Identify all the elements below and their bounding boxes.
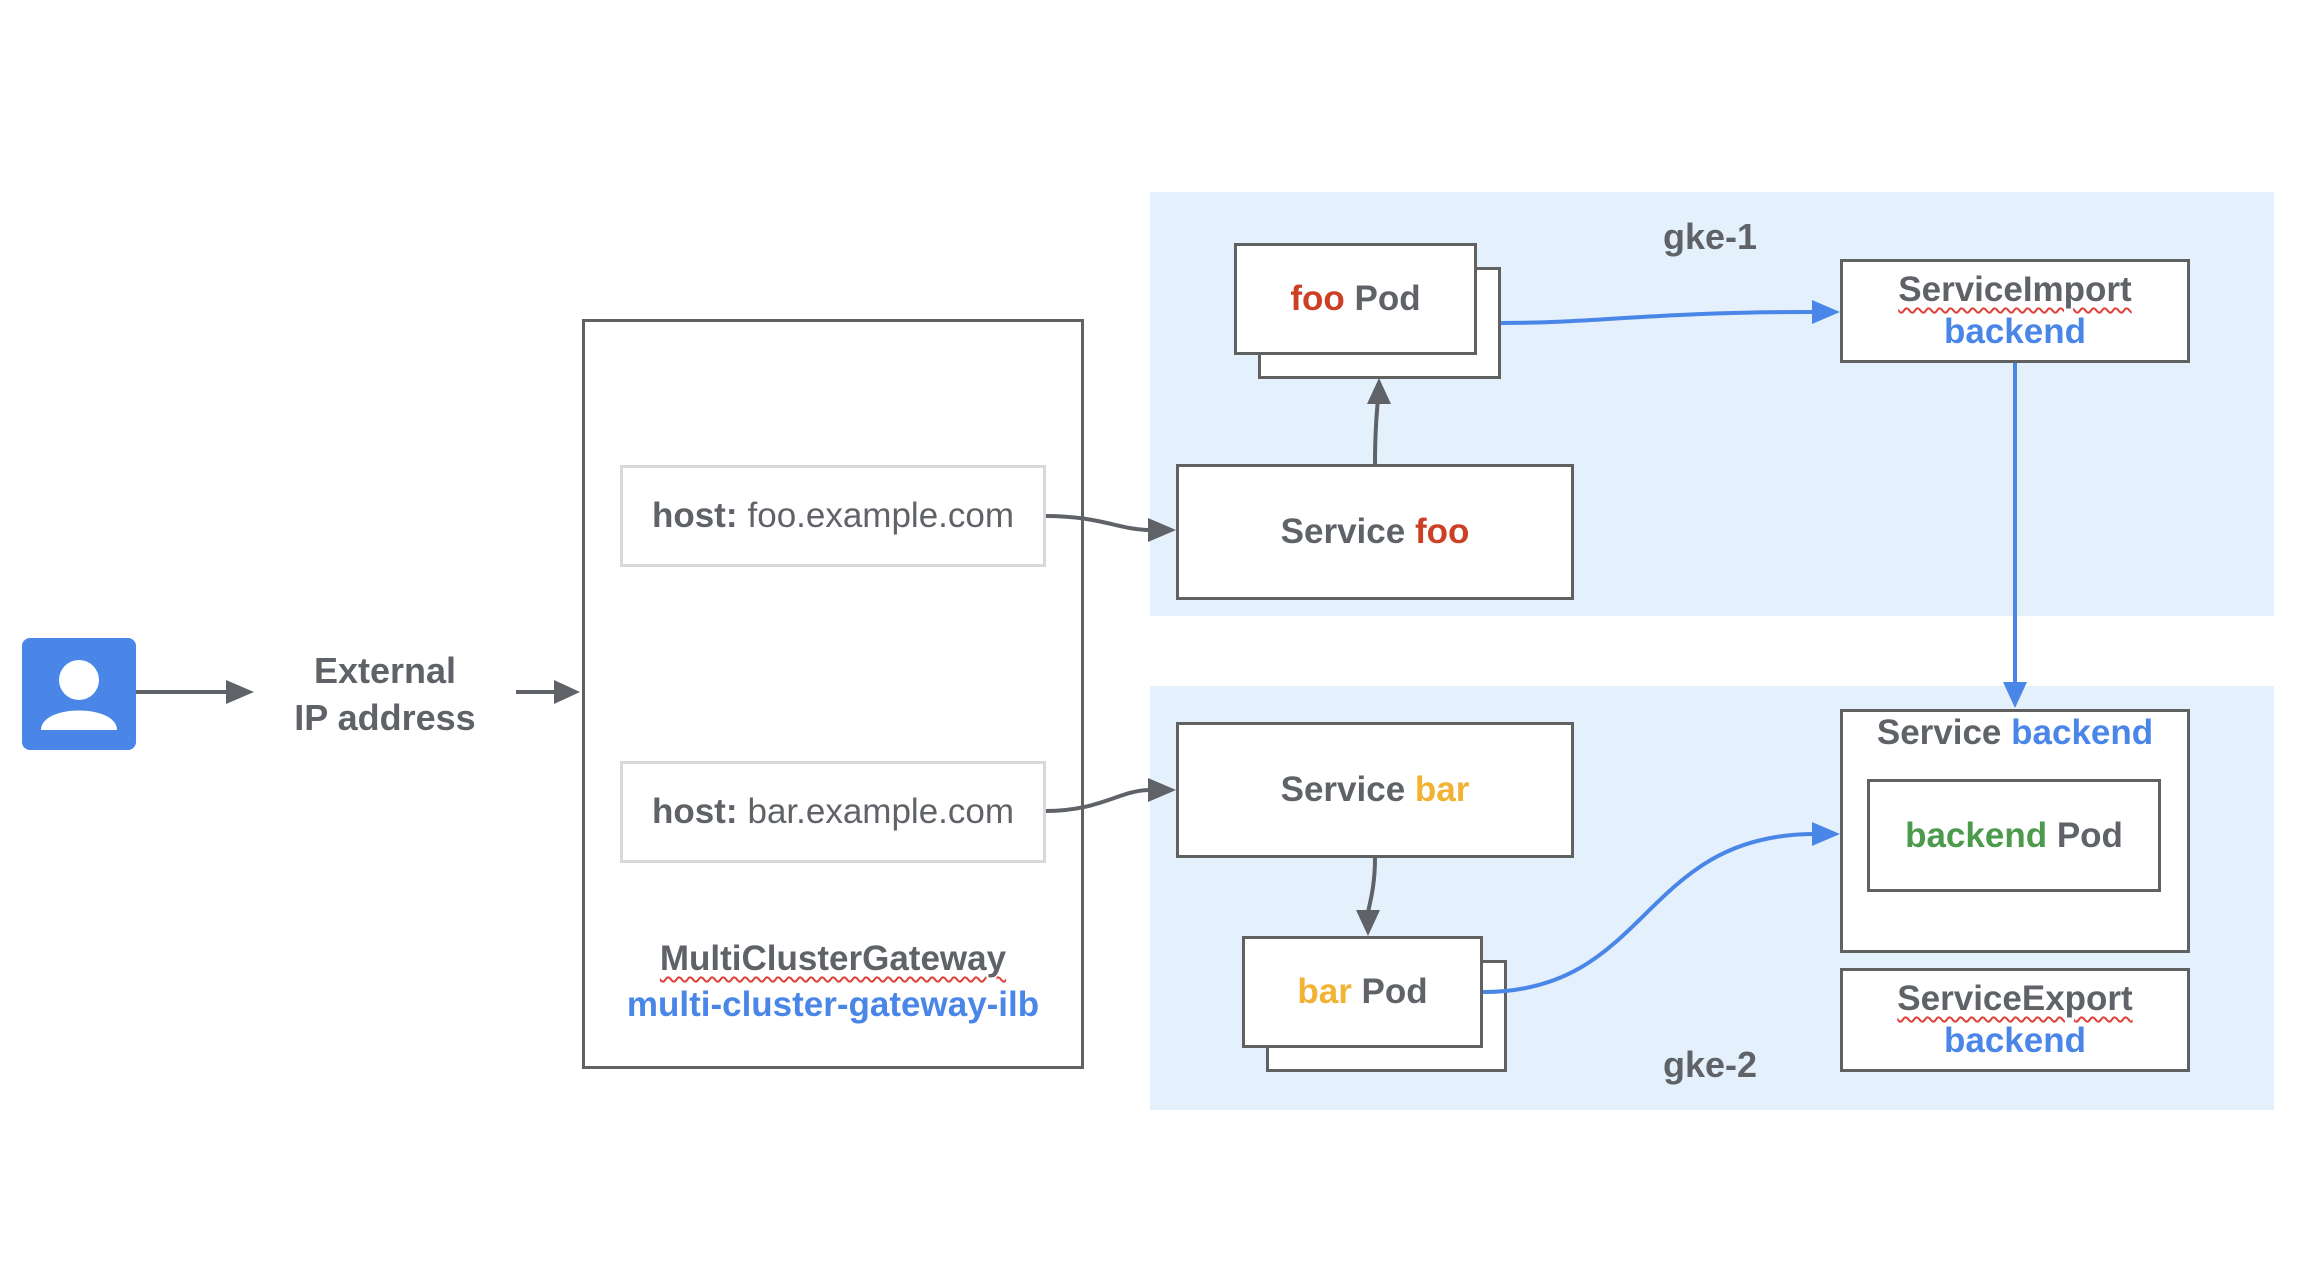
arrowhead-backend-from-bar-pod — [1812, 822, 1840, 846]
service-foo-kind: Service — [1280, 512, 1406, 551]
arrow-foo-pod-to-service-import — [1500, 310, 1813, 325]
arrow-bar-pod-to-service-backend — [1482, 832, 1813, 994]
arrowhead-service-backend-down — [2003, 682, 2027, 708]
arrowhead-host-foo — [1148, 518, 1176, 542]
foo-pod-name: foo — [1290, 279, 1345, 318]
arrowhead-user-to-ip — [226, 680, 254, 704]
arrow-host-bar-to-service-bar — [1045, 788, 1151, 813]
arrowhead-ip-to-gateway — [554, 680, 580, 704]
multi-cluster-gateway[interactable] — [582, 319, 1084, 1069]
external-ip-line2: IP address — [294, 696, 476, 738]
service-bar-name: bar — [1414, 770, 1470, 809]
service-export-backend[interactable]: ServiceExport backend — [1840, 968, 2190, 1072]
host-key: host: — [651, 496, 738, 535]
external-ip-label: External IP address — [265, 648, 505, 742]
gateway-kind: MultiClusterGateway — [659, 939, 1007, 978]
foo-pod[interactable]: foo Pod — [1234, 243, 1477, 355]
arrowhead-bar-pod-down — [1356, 910, 1380, 936]
foo-pod-kind: Pod — [1354, 279, 1421, 318]
arrowhead-host-bar — [1148, 778, 1176, 802]
service-backend-kind: Service — [1876, 713, 2002, 752]
arrow-host-foo-to-service-foo — [1045, 514, 1151, 532]
cluster-gke-1-label: gke-1 — [1662, 216, 1758, 257]
service-import-kind: ServiceImport — [1898, 270, 2132, 309]
bar-pod[interactable]: bar Pod — [1242, 936, 1483, 1048]
service-bar-kind: Service — [1280, 770, 1406, 809]
backend-pod-kind: Pod — [2056, 815, 2123, 855]
person-icon — [22, 638, 136, 750]
service-bar[interactable]: Service bar — [1176, 722, 1574, 858]
arrow-service-bar-to-bar-pod — [1366, 857, 1377, 913]
service-export-name: backend — [1944, 1021, 2086, 1060]
service-import-backend[interactable]: ServiceImport backend — [1840, 259, 2190, 363]
arrowhead-service-import — [1812, 300, 1840, 324]
bar-pod-kind: Pod — [1361, 972, 1428, 1011]
arrowhead-service-foo-up — [1367, 378, 1391, 404]
host-rule-bar[interactable]: host: bar.example.com — [620, 761, 1046, 863]
host-key: host: — [651, 792, 738, 831]
backend-pod[interactable]: backend Pod — [1867, 779, 2161, 892]
host-rule-foo[interactable]: host: foo.example.com — [620, 465, 1046, 567]
service-backend-title: Service backend — [1843, 710, 2187, 756]
service-backend-name: backend — [2011, 713, 2154, 752]
service-foo[interactable]: Service foo — [1176, 464, 1574, 600]
service-import-name: backend — [1944, 312, 2086, 351]
gateway-label: MultiClusterGateway multi-cluster-gatewa… — [582, 936, 1084, 1027]
service-export-kind: ServiceExport — [1897, 979, 2133, 1018]
host-value: foo.example.com — [747, 496, 1015, 535]
host-value: bar.example.com — [747, 792, 1015, 831]
bar-pod-name: bar — [1297, 972, 1352, 1011]
backend-pod-name: backend — [1905, 815, 2048, 855]
gateway-name: multi-cluster-gateway-ilb — [626, 984, 1040, 1024]
service-foo-name: foo — [1414, 512, 1470, 551]
cluster-gke-2-label: gke-2 — [1662, 1044, 1758, 1085]
external-ip-line1: External — [313, 650, 457, 691]
